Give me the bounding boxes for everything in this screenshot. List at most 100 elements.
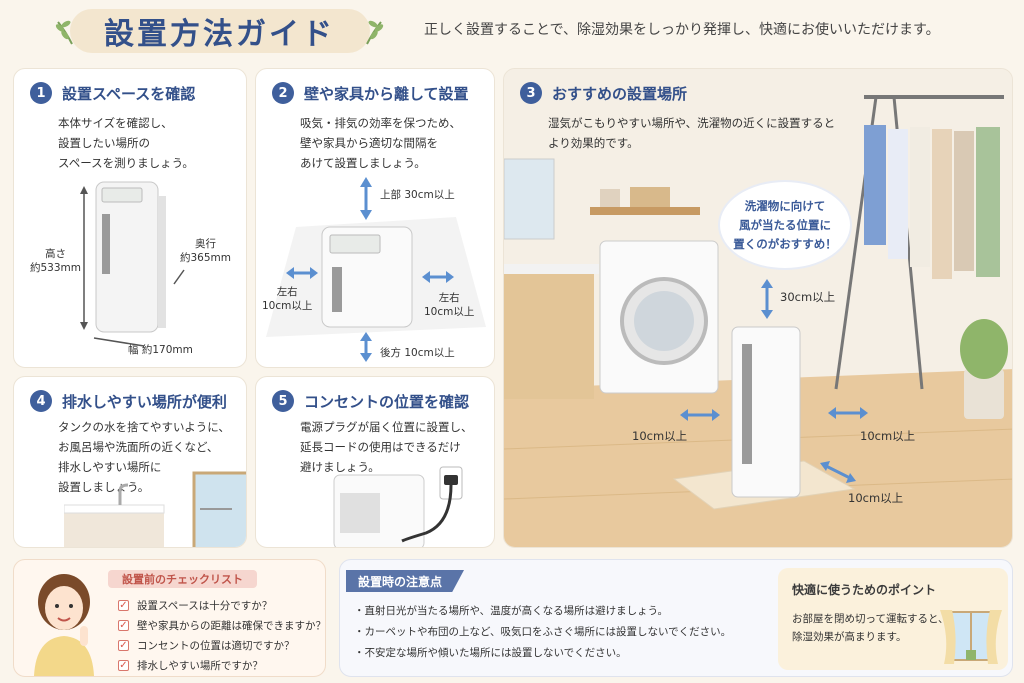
text-line: 避けましょう。 — [300, 460, 380, 474]
card-header: 1 設置スペースを確認 — [30, 82, 195, 104]
text-line: 設置しましょう。 — [58, 480, 150, 494]
checklist: ✓ 設置スペースは十分ですか？ ✓ 壁や家具からの距離は確保できますか？ ✓ コンセン… — [118, 595, 326, 675]
leaf-left-icon — [55, 20, 73, 45]
checklist-item-label: 排水しやすい場所ですか？ — [137, 659, 263, 672]
card-description: 吸気・排気の効率を保つため、 壁や家具から適切な間隔を あけて設置しましょう。 — [300, 113, 461, 173]
right-clearance-label: 10cm以上 — [860, 429, 916, 443]
page-subtitle: 正しく設置することで、除湿効果をしっかり発揮し、快適にお使いいただけます。 — [424, 22, 940, 38]
card-check-space: 1 設置スペースを確認 本体サイズを確認し、 設置したい場所の スペースを測りま… — [13, 68, 247, 368]
card-outlet: 5 コンセントの位置を確認 電源プラグが届く位置に設置し、 延長コードの使用はで… — [255, 376, 495, 548]
text-line: お部屋を閉め切って運転すると、 — [792, 613, 949, 625]
sink-illustration-icon — [64, 471, 246, 547]
clearance-diagram-icon — [266, 177, 486, 362]
notes-title: 設置時の注意点 — [346, 570, 465, 592]
text-line: 電源プラグが届く位置に設置し、 — [300, 420, 473, 434]
checklist-item-label: 設置スペースは十分ですか？ — [137, 599, 273, 612]
checklist-title: 設置前のチェックリスト — [108, 570, 257, 588]
card-title: コンセントの位置を確認 — [304, 392, 470, 411]
text-line: 高さ — [45, 248, 66, 260]
tip-title: 快適に使うためのポイント — [792, 583, 937, 597]
tip-text: お部屋を閉め切って運転すると、 除湿効果が高まります。 — [792, 610, 949, 646]
notes-panel: 設置時の注意点 ・直射日光が当たる場所や、温度が高くなる場所は避けましょう。 ・… — [339, 559, 1013, 677]
step-number: 3 — [520, 82, 542, 104]
back-clearance-label: 10cm以上 — [848, 491, 904, 505]
header: 設置方法ガイド — [42, 6, 397, 56]
text-line: 排水しやすい場所に — [58, 460, 162, 474]
checklist-item[interactable]: ✓ 壁や家具からの距離は確保できますか？ — [118, 615, 326, 635]
back-clearance-label: 後方 10cm以上 — [380, 347, 455, 359]
notes-list: ・直射日光が当たる場所や、温度が高くなる場所は避けましょう。 ・カーペットや布団… — [354, 601, 731, 664]
text-line: 本体サイズを確認し、 — [58, 116, 173, 130]
checklist-item[interactable]: ✓ 設置スペースは十分ですか？ — [118, 595, 326, 615]
text-line: より効果的です。 — [548, 136, 639, 150]
checklist-item[interactable]: ✓ 排水しやすい場所ですか？ — [118, 655, 326, 675]
text-line: 置くのがおすすめ！ — [733, 236, 837, 251]
card-description: 本体サイズを確認し、 設置したい場所の スペースを測りましょう。 — [58, 113, 194, 173]
card-description: タンクの水を捨てやすいように、 お風呂場や洗面所の近くなど、 排水しやすい場所に… — [58, 417, 230, 497]
checklist-item-label: 壁や家具からの距離は確保できますか？ — [137, 619, 326, 632]
page-title: 設置方法ガイド — [104, 17, 335, 52]
text-line: 湿気がこもりやすい場所や、洗濯物の近くに設置すると — [548, 116, 836, 130]
card-title: 設置スペースを確認 — [62, 84, 196, 103]
text-line: お風呂場や洗面所の近くなど、 — [58, 440, 219, 454]
card-clearance: 2 壁や家具から離して設置 吸気・排気の効率を保つため、 壁や家具から適切な間隔… — [255, 68, 495, 368]
bubble-text: 洗濯物に向けて 風が当たる位置に 置くのがおすすめ！ — [733, 197, 837, 254]
text-line: 約365mm — [180, 252, 231, 264]
text-line: 10cm以上 — [424, 306, 475, 318]
text-line: 約533mm — [30, 262, 81, 274]
right-clearance-label: 左右 10cm以上 — [424, 291, 474, 319]
card-header: 3 おすすめの設置場所 — [520, 82, 687, 104]
card-header: 2 壁や家具から離して設置 — [272, 82, 469, 104]
text-line: 左右 — [276, 286, 298, 298]
top-clearance-label: 30cm以上 — [780, 290, 836, 304]
text-line: あけて設置しましょう。 — [300, 156, 426, 170]
left-clearance-label: 左右 10cm以上 — [262, 285, 312, 313]
card-description: 電源プラグが届く位置に設置し、 延長コードの使用はできるだけ 避けましょう。 — [300, 417, 473, 477]
text-line: 延長コードの使用はできるだけ — [300, 440, 461, 454]
power-outlet-icon — [333, 466, 463, 547]
step-number: 1 — [30, 82, 52, 104]
speech-bubble: 洗濯物に向けて 風が当たる位置に 置くのがおすすめ！ — [720, 182, 850, 268]
checkbox-checked-icon: ✓ — [118, 659, 129, 671]
text-line: 10cm以上 — [262, 300, 313, 312]
card-title: おすすめの設置場所 — [552, 84, 688, 103]
text-line: タンクの水を捨てやすいように、 — [58, 420, 230, 434]
dehumidifier-dimension-icon — [80, 181, 185, 347]
card-title: 排水しやすい場所が便利 — [62, 392, 227, 411]
card-header: 4 排水しやすい場所が便利 — [30, 390, 227, 412]
text-line: スペースを測りましょう。 — [58, 156, 194, 170]
text-line: 洗濯物に向けて — [744, 198, 826, 213]
height-label: 高さ 約533mm — [30, 247, 81, 275]
text-line: 奥行 — [195, 238, 216, 250]
checklist-item[interactable]: ✓ コンセントの位置は適切ですか？ — [118, 635, 326, 655]
text-line: 風が当たる位置に — [739, 217, 831, 232]
checkbox-checked-icon: ✓ — [118, 599, 129, 611]
card-header: 5 コンセントの位置を確認 — [272, 390, 469, 412]
checkbox-checked-icon: ✓ — [118, 619, 129, 631]
checklist-panel: 設置前のチェックリスト ✓ 設置スペースは十分ですか？ ✓ 壁や家具からの距離は確保… — [13, 559, 326, 677]
text-line: 設置したい場所の — [58, 136, 150, 150]
step-number: 2 — [272, 82, 294, 104]
top-clearance-label: 上部 30cm以上 — [380, 189, 455, 201]
note-item: ・カーペットや布団の上など、吸気口をふさぐ場所には設置しないでください。 — [354, 626, 732, 638]
left-clearance-label: 10cm以上 — [632, 429, 688, 443]
depth-label: 奥行 約365mm — [180, 237, 231, 265]
window-curtain-icon — [940, 610, 1002, 664]
step-number: 4 — [30, 390, 52, 412]
card-title: 壁や家具から離して設置 — [304, 84, 469, 103]
note-item: ・不安定な場所や傾いた場所には設置しないでください。 — [354, 647, 627, 659]
text-line: 左右 — [438, 292, 460, 304]
text-line: 除湿効果が高まります。 — [792, 631, 907, 643]
checkbox-checked-icon: ✓ — [118, 639, 129, 651]
tip-box: 快適に使うためのポイント お部屋を閉め切って運転すると、 除湿効果が高まります。 — [778, 568, 1008, 670]
checklist-item-label: コンセントの位置は適切ですか？ — [137, 639, 295, 652]
card-recommended-place: 3 おすすめの設置場所 湿気がこもりやすい場所や、洗濯物の近くに設置すると より… — [503, 68, 1013, 548]
step-number: 5 — [272, 390, 294, 412]
title-background — [70, 9, 370, 53]
card-description: 湿気がこもりやすい場所や、洗濯物の近くに設置すると より効果的です。 — [548, 113, 835, 153]
note-item: ・直射日光が当たる場所や、温度が高くなる場所は避けましょう。 — [354, 605, 669, 617]
text-line: 吸気・排気の効率を保つため、 — [300, 116, 461, 130]
leaf-right-icon — [366, 20, 384, 45]
card-drainage: 4 排水しやすい場所が便利 タンクの水を捨てやすいように、 お風呂場や洗面所の近… — [13, 376, 247, 548]
width-label: 幅 約170mm — [128, 344, 193, 356]
